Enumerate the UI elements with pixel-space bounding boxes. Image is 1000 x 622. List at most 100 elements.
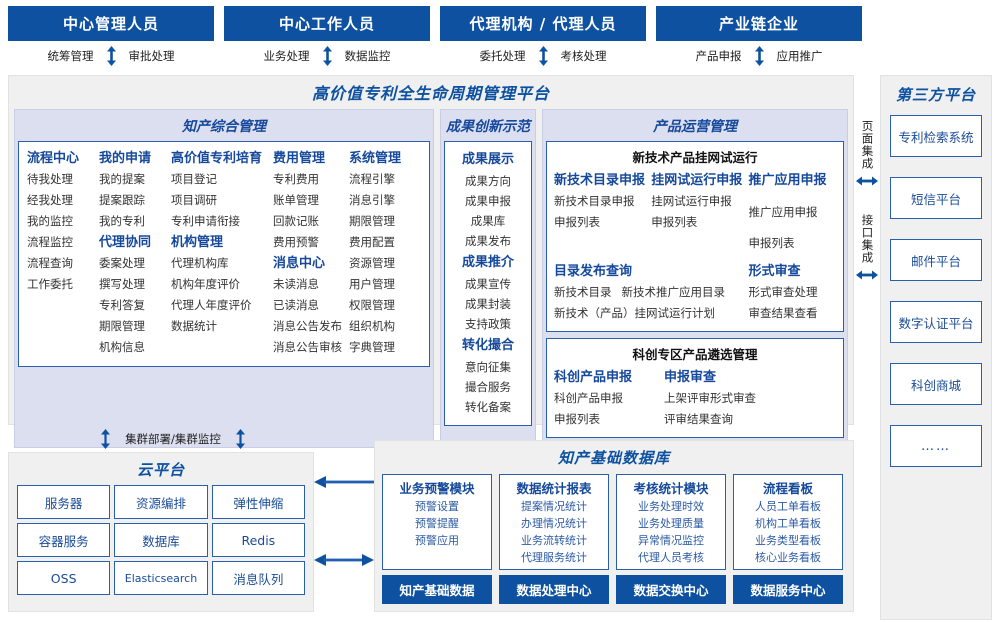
third-party-item-email[interactable]: 邮件平台 (890, 239, 982, 281)
link-item[interactable]: 撰写处理 (99, 277, 145, 291)
link-item[interactable]: 我的监控 (27, 214, 73, 228)
link-item[interactable]: 费用预警 (273, 235, 319, 249)
link-item[interactable]: 期限管理 (99, 319, 145, 333)
cloud-item-server[interactable]: 服务器 (17, 485, 111, 519)
link-item[interactable]: 成果发布 (465, 234, 511, 248)
link-item[interactable]: 资源管理 (349, 256, 395, 270)
link-item[interactable]: 申报列表 (554, 215, 600, 229)
link-item[interactable]: 流程查询 (27, 256, 73, 270)
link-item[interactable]: 科创产品申报 (554, 391, 623, 405)
link-item[interactable]: 挂网试运行申报 (651, 194, 732, 208)
link-item[interactable]: 代理机构库 (171, 256, 229, 270)
link-item[interactable]: 意向征集 (465, 360, 511, 374)
kdb-item[interactable]: 业务处理时效 (638, 500, 704, 513)
kdb-footer-exchange-center[interactable]: 数据交换中心 (616, 575, 726, 604)
link-item[interactable]: 推广应用申报 (748, 205, 818, 219)
cloud-item-resource-orchestration[interactable]: 资源编排 (114, 485, 208, 519)
link-item[interactable]: 成果库 (470, 214, 506, 228)
cloud-item-oss[interactable]: OSS (17, 561, 111, 595)
third-party-item-patent-search[interactable]: 专利检索系统 (890, 115, 982, 157)
link-item[interactable]: 消息公告审核 (273, 340, 342, 354)
kdb-item[interactable]: 业务类型看板 (755, 534, 821, 547)
link-item[interactable]: 项目调研 (171, 193, 217, 207)
link-item[interactable]: 回款记账 (273, 214, 319, 228)
third-party-item-sms[interactable]: 短信平台 (890, 177, 982, 219)
link-item[interactable]: 新技术（产品）挂网试运行计划 (554, 306, 715, 320)
link-item[interactable]: 成果申报 (465, 194, 511, 208)
kdb-item[interactable]: 代理人员考核 (638, 551, 704, 564)
kdb-footer-processing-center[interactable]: 数据处理中心 (499, 575, 609, 604)
link-item[interactable]: 我的提案 (99, 172, 145, 186)
link-item[interactable]: 申报列表 (748, 236, 795, 250)
link-item[interactable]: 已读消息 (273, 298, 319, 312)
link-item[interactable]: 账单管理 (273, 193, 319, 207)
link-item[interactable]: 申报列表 (651, 215, 698, 229)
link-item[interactable]: 项目登记 (171, 172, 217, 186)
link-item[interactable]: 新技术目录 (554, 285, 612, 299)
link-item[interactable]: 专利申请衔接 (171, 214, 240, 228)
link-item[interactable]: 机构信息 (99, 340, 145, 354)
kdb-item[interactable]: 代理服务统计 (521, 551, 587, 564)
link-item[interactable]: 撮合服务 (465, 380, 511, 394)
link-item[interactable]: 成果宣传 (465, 277, 511, 291)
kdb-item[interactable]: 预警应用 (415, 534, 459, 547)
kdb-footer-service-center[interactable]: 数据服务中心 (733, 575, 843, 604)
cloud-item-elastic-scaling[interactable]: 弹性伸缩 (211, 485, 305, 519)
cloud-item-redis[interactable]: Redis (211, 523, 305, 557)
link-item[interactable]: 机构年度评价 (171, 277, 240, 291)
link-item[interactable]: 未读消息 (273, 277, 319, 291)
link-item[interactable]: 待我处理 (27, 172, 73, 186)
link-item[interactable]: 评审结果查询 (664, 412, 733, 426)
link-item[interactable]: 形式审查处理 (748, 285, 818, 299)
kdb-footer-base-data[interactable]: 知产基础数据 (382, 575, 492, 604)
cloud-item-container-service[interactable]: 容器服务 (17, 523, 111, 557)
cloud-item-database[interactable]: 数据库 (114, 523, 208, 557)
third-party-item-digital-cert[interactable]: 数字认证平台 (890, 301, 982, 343)
link-item[interactable]: 数据统计 (171, 319, 217, 333)
link-item[interactable]: 权限管理 (349, 298, 395, 312)
role-box-center-staff[interactable]: 中心工作人员 (224, 6, 430, 41)
link-item[interactable]: 提案跟踪 (99, 193, 145, 207)
cloud-item-message-queue[interactable]: 消息队列 (211, 561, 305, 595)
link-item[interactable]: 审查结果查看 (748, 306, 818, 320)
kdb-item[interactable]: 异常情况监控 (638, 534, 704, 547)
link-item[interactable]: 支持政策 (465, 317, 511, 331)
kdb-item[interactable]: 业务流转统计 (521, 534, 587, 547)
link-item[interactable]: 字典管理 (349, 340, 395, 354)
link-item[interactable]: 流程监控 (27, 235, 73, 249)
link-item[interactable]: 新技术推广应用目录 (621, 285, 726, 299)
link-item[interactable]: 申报列表 (554, 412, 600, 426)
link-item[interactable]: 组织机构 (349, 319, 395, 333)
link-item[interactable]: 代理人年度评价 (171, 298, 252, 312)
link-item[interactable]: 工作委托 (27, 277, 73, 291)
link-item[interactable]: 专利费用 (273, 172, 319, 186)
link-item[interactable]: 我的专利 (99, 214, 145, 228)
link-item[interactable]: 专利答复 (99, 298, 145, 312)
link-item[interactable]: 成果封装 (465, 297, 511, 311)
link-item[interactable]: 转化备案 (465, 400, 511, 414)
link-item[interactable]: 上架评审形式审查 (664, 391, 756, 405)
cloud-item-elasticsearch[interactable]: Elasticsearch (114, 561, 208, 595)
kdb-item[interactable]: 机构工单看板 (755, 517, 821, 530)
link-item[interactable]: 流程引擎 (349, 172, 395, 186)
link-item[interactable]: 期限管理 (349, 214, 395, 228)
role-box-center-manager[interactable]: 中心管理人员 (8, 6, 214, 41)
link-item[interactable]: 消息引擎 (349, 193, 395, 207)
link-item[interactable]: 用户管理 (349, 277, 395, 291)
link-item[interactable]: 委案处理 (99, 256, 145, 270)
third-party-item-more[interactable]: …… (890, 425, 982, 467)
link-item[interactable]: 新技术目录申报 (554, 194, 635, 208)
link-item[interactable]: 费用配置 (349, 235, 395, 249)
kdb-item[interactable]: 预警提醒 (415, 517, 459, 530)
kdb-item[interactable]: 提案情况统计 (521, 500, 587, 513)
kdb-item[interactable]: 办理情况统计 (521, 517, 587, 530)
kdb-item[interactable]: 业务处理质量 (638, 517, 704, 530)
kdb-item[interactable]: 核心业务看板 (755, 551, 821, 564)
third-party-item-sci-mall[interactable]: 科创商城 (890, 363, 982, 405)
link-item[interactable]: 经我处理 (27, 193, 73, 207)
link-item[interactable]: 成果方向 (465, 174, 511, 188)
link-item[interactable]: 消息公告发布 (273, 319, 342, 333)
kdb-item[interactable]: 人员工单看板 (755, 500, 821, 513)
role-box-agency[interactable]: 代理机构 / 代理人员 (440, 6, 646, 41)
role-box-enterprise[interactable]: 产业链企业 (656, 6, 862, 41)
